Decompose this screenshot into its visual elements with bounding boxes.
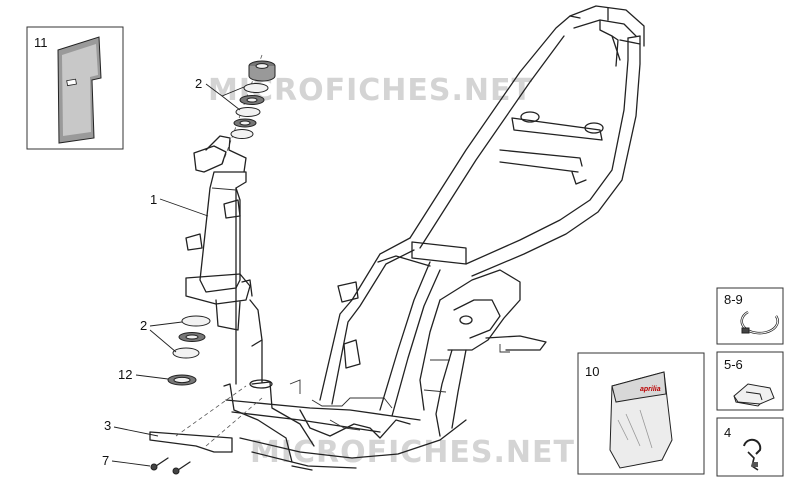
document-pouch-icon: aprilia [609, 371, 673, 469]
part-8-9-label: 8-9 [724, 292, 743, 307]
part-8-9-box[interactable]: 8-9 [716, 287, 784, 345]
callout-12-label: 12 [118, 367, 132, 382]
main-frame[interactable] [223, 5, 645, 471]
bearing-race-12[interactable] [167, 374, 197, 386]
part-5-6-label: 5-6 [724, 357, 743, 372]
hose-clamp-icon [740, 310, 779, 335]
gasket-sheet-icon [57, 36, 102, 144]
watermark-bottom: MICROFICHES.NET [250, 435, 575, 470]
callout-3-leader [113, 426, 159, 437]
callout-1-label: 1 [150, 192, 157, 207]
pouch-brand-text: aprilia [640, 386, 661, 393]
lower-bearing-stack[interactable] [172, 315, 211, 359]
callout-2-lower-leader [149, 321, 183, 327]
callout-2-lower-label: 2 [140, 318, 147, 333]
steering-head-tube[interactable] [185, 135, 263, 347]
callout-3-label: 3 [104, 418, 111, 433]
part-11-label: 11 [34, 35, 48, 50]
part-10-label: 10 [585, 364, 599, 379]
screw-7[interactable] [150, 457, 191, 475]
callout-1-leader [159, 198, 209, 217]
cable-clip-icon [743, 438, 762, 471]
upper-bearing-stack[interactable] [221, 54, 276, 166]
part-4-label: 4 [724, 425, 731, 440]
callout-7-label: 7 [102, 453, 109, 468]
part-11-box[interactable]: 11 [26, 26, 124, 150]
callout-12-leader [135, 374, 169, 380]
underplate-part-3[interactable] [149, 385, 263, 453]
part-5-6-box[interactable]: 5-6 [716, 351, 784, 411]
clip-nut-icon [733, 383, 775, 407]
callout-7-leader [111, 460, 151, 467]
callout-2-upper-label: 2 [195, 76, 202, 91]
part-4-box[interactable]: 4 [716, 417, 784, 477]
part-10-box[interactable]: 10 aprilia [577, 352, 705, 475]
